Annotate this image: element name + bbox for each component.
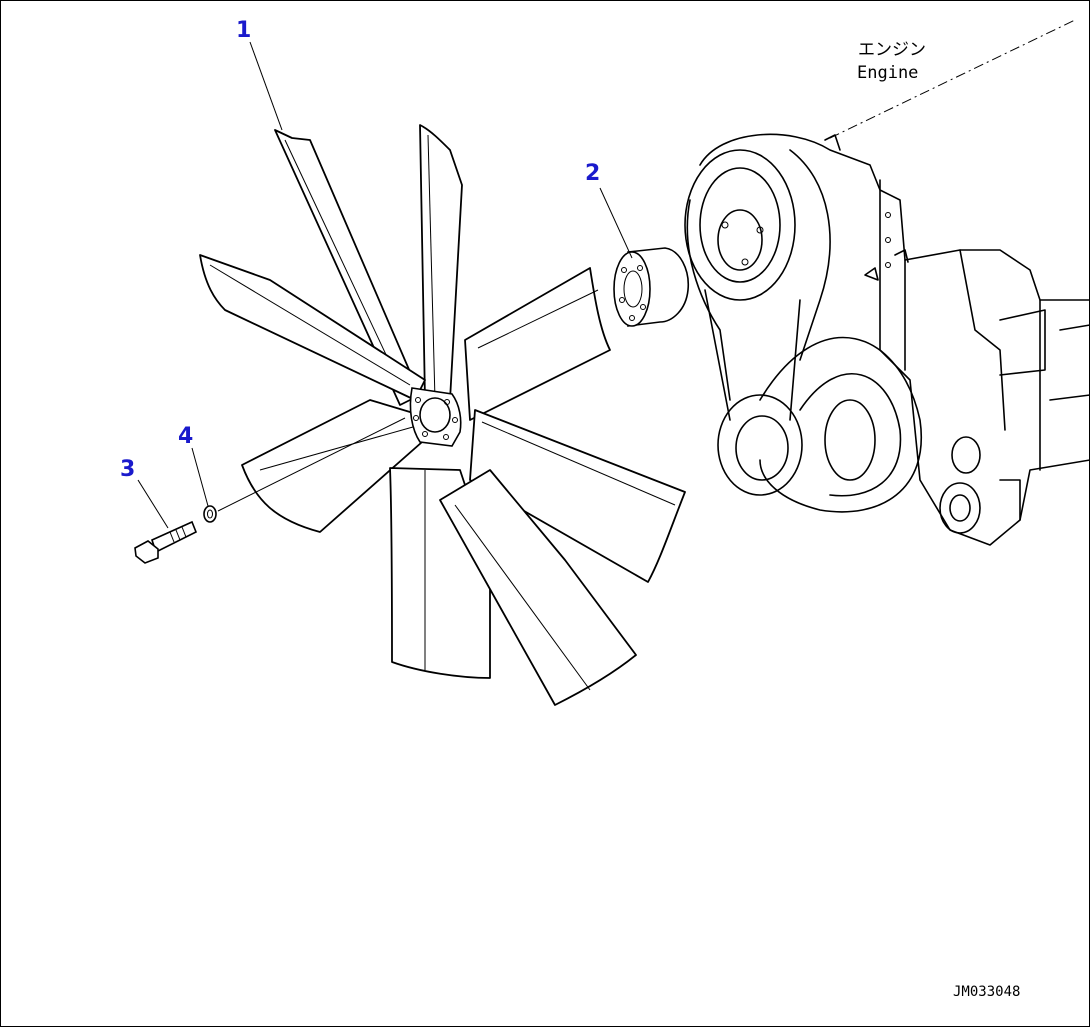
- fan-bolt: [134, 520, 198, 564]
- fan-spacer: [613, 247, 690, 327]
- engine-block: [684, 19, 1090, 546]
- cooling-fan: [199, 124, 686, 706]
- engine-label-jp: エンジン: [858, 40, 926, 60]
- drawing-code: JM033048: [953, 984, 1020, 1000]
- callout-3: 3: [120, 457, 135, 482]
- callout-2: 2: [585, 161, 600, 186]
- leader-lines: [137, 41, 633, 529]
- lock-washer: [203, 505, 217, 523]
- callout-1: 1: [236, 18, 251, 43]
- bolt-axis-line: [217, 417, 406, 512]
- callout-4: 4: [178, 424, 193, 449]
- engine-label-en: Engine: [857, 63, 918, 83]
